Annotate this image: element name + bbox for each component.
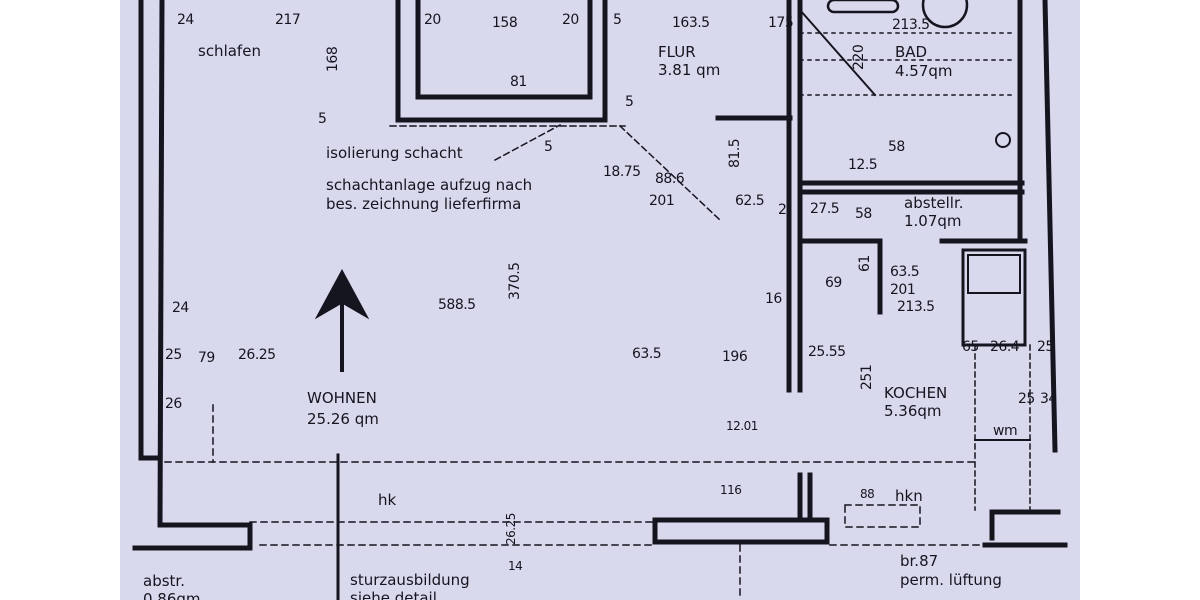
dim: 61 bbox=[857, 255, 873, 272]
paper-sheet bbox=[120, 0, 1080, 600]
room-area-abstellraum: 1.07qm bbox=[904, 212, 962, 230]
dim: 25 bbox=[1037, 339, 1054, 355]
note-isolierung: isolierung schacht bbox=[326, 144, 463, 162]
room-label-schlafen: schlafen bbox=[198, 42, 261, 60]
note-sturz-2: siehe detail bbox=[350, 589, 437, 600]
dim: 26 bbox=[165, 396, 182, 412]
dim: 58 bbox=[855, 206, 872, 222]
dim: 196 bbox=[722, 349, 748, 365]
dim: 34 bbox=[1040, 391, 1057, 407]
dim: 5 bbox=[318, 111, 327, 127]
label-hk: hk bbox=[378, 491, 397, 509]
dim: 14 bbox=[508, 559, 523, 573]
dim: 69 bbox=[825, 275, 842, 291]
dim: 2 bbox=[778, 202, 787, 218]
dim: 25.55 bbox=[808, 344, 846, 360]
north-arrow-icon bbox=[314, 268, 370, 372]
dim: 88.6 bbox=[655, 171, 685, 187]
room-area-abstr: 0.86qm bbox=[143, 590, 201, 600]
dim: 62.5 bbox=[735, 193, 765, 209]
dim: 175 bbox=[768, 15, 794, 31]
dim: 79 bbox=[198, 350, 215, 366]
dim: 213.5 bbox=[892, 17, 930, 33]
room-area-wohnen: 25.26 qm bbox=[307, 410, 379, 428]
dim: 158 bbox=[492, 15, 518, 31]
wall-bottom bbox=[652, 472, 1068, 548]
dim: 220 bbox=[851, 44, 867, 70]
dim: 26.25 bbox=[504, 513, 518, 545]
dim: 81 bbox=[510, 74, 527, 90]
note-schacht-2: bes. zeichnung lieferfirma bbox=[326, 195, 522, 213]
label-hkn: hkn bbox=[895, 487, 923, 505]
room-label-kochen: KOCHEN bbox=[884, 384, 948, 402]
room-label-bad: BAD bbox=[895, 43, 928, 61]
room-label-flur: FLUR bbox=[658, 43, 696, 61]
dim: 5 bbox=[625, 94, 634, 110]
dim: 163.5 bbox=[672, 15, 710, 31]
dim: 26.25 bbox=[238, 347, 276, 363]
dim: 27.5 bbox=[810, 201, 840, 217]
room-label-wohnen: WOHNEN bbox=[307, 389, 377, 407]
room-area-flur: 3.81 qm bbox=[658, 61, 721, 79]
dim: 88 bbox=[860, 487, 875, 501]
room-area-kochen: 5.36qm bbox=[884, 402, 942, 420]
note-lueftung: perm. lüftung bbox=[900, 571, 1002, 589]
dim: 24 bbox=[177, 12, 194, 28]
wall-bath-flur bbox=[715, 0, 1058, 453]
elevator-shaft bbox=[395, 0, 608, 123]
dim: 5 bbox=[544, 139, 553, 155]
dim: 20 bbox=[562, 12, 579, 28]
dim: 370.5 bbox=[507, 262, 523, 300]
dim: 25 bbox=[165, 347, 182, 363]
dim: 26.4 bbox=[990, 339, 1020, 355]
dim: 81.5 bbox=[727, 138, 743, 168]
room-area-bad: 4.57qm bbox=[895, 62, 953, 80]
note-schacht-1: schachtanlage aufzug nach bbox=[326, 176, 533, 194]
dim: 63.5 bbox=[890, 264, 920, 280]
dim: 116 bbox=[720, 483, 742, 497]
dim: 217 bbox=[275, 12, 301, 28]
dim: 213.5 bbox=[897, 299, 935, 315]
room-label-abstr: abstr. bbox=[143, 572, 185, 590]
dim: 18.75 bbox=[603, 164, 641, 180]
dim: 168 bbox=[325, 46, 341, 72]
dim: 65 bbox=[962, 339, 979, 355]
dim: 12.01 bbox=[726, 419, 758, 433]
note-sturz-1: sturzausbildung bbox=[350, 571, 470, 589]
label-wm: wm bbox=[993, 423, 1018, 439]
dim: 588.5 bbox=[438, 297, 476, 313]
dim: 12.5 bbox=[848, 157, 878, 173]
dim: 201 bbox=[890, 282, 916, 298]
dim: 25 bbox=[1018, 391, 1035, 407]
dim: 251 bbox=[859, 364, 875, 390]
dim: 58 bbox=[888, 139, 905, 155]
wall-left bbox=[132, 0, 253, 551]
dim: 201 bbox=[649, 193, 675, 209]
dim: 16 bbox=[765, 291, 782, 307]
kitchen-counter bbox=[961, 248, 1031, 511]
dim: 5 bbox=[613, 12, 622, 28]
dim: 63.5 bbox=[632, 346, 662, 362]
dim: 20 bbox=[424, 12, 441, 28]
room-label-abstellraum: abstellr. bbox=[904, 194, 964, 212]
note-brh: br.87 bbox=[900, 552, 939, 570]
dim: 24 bbox=[172, 300, 189, 316]
